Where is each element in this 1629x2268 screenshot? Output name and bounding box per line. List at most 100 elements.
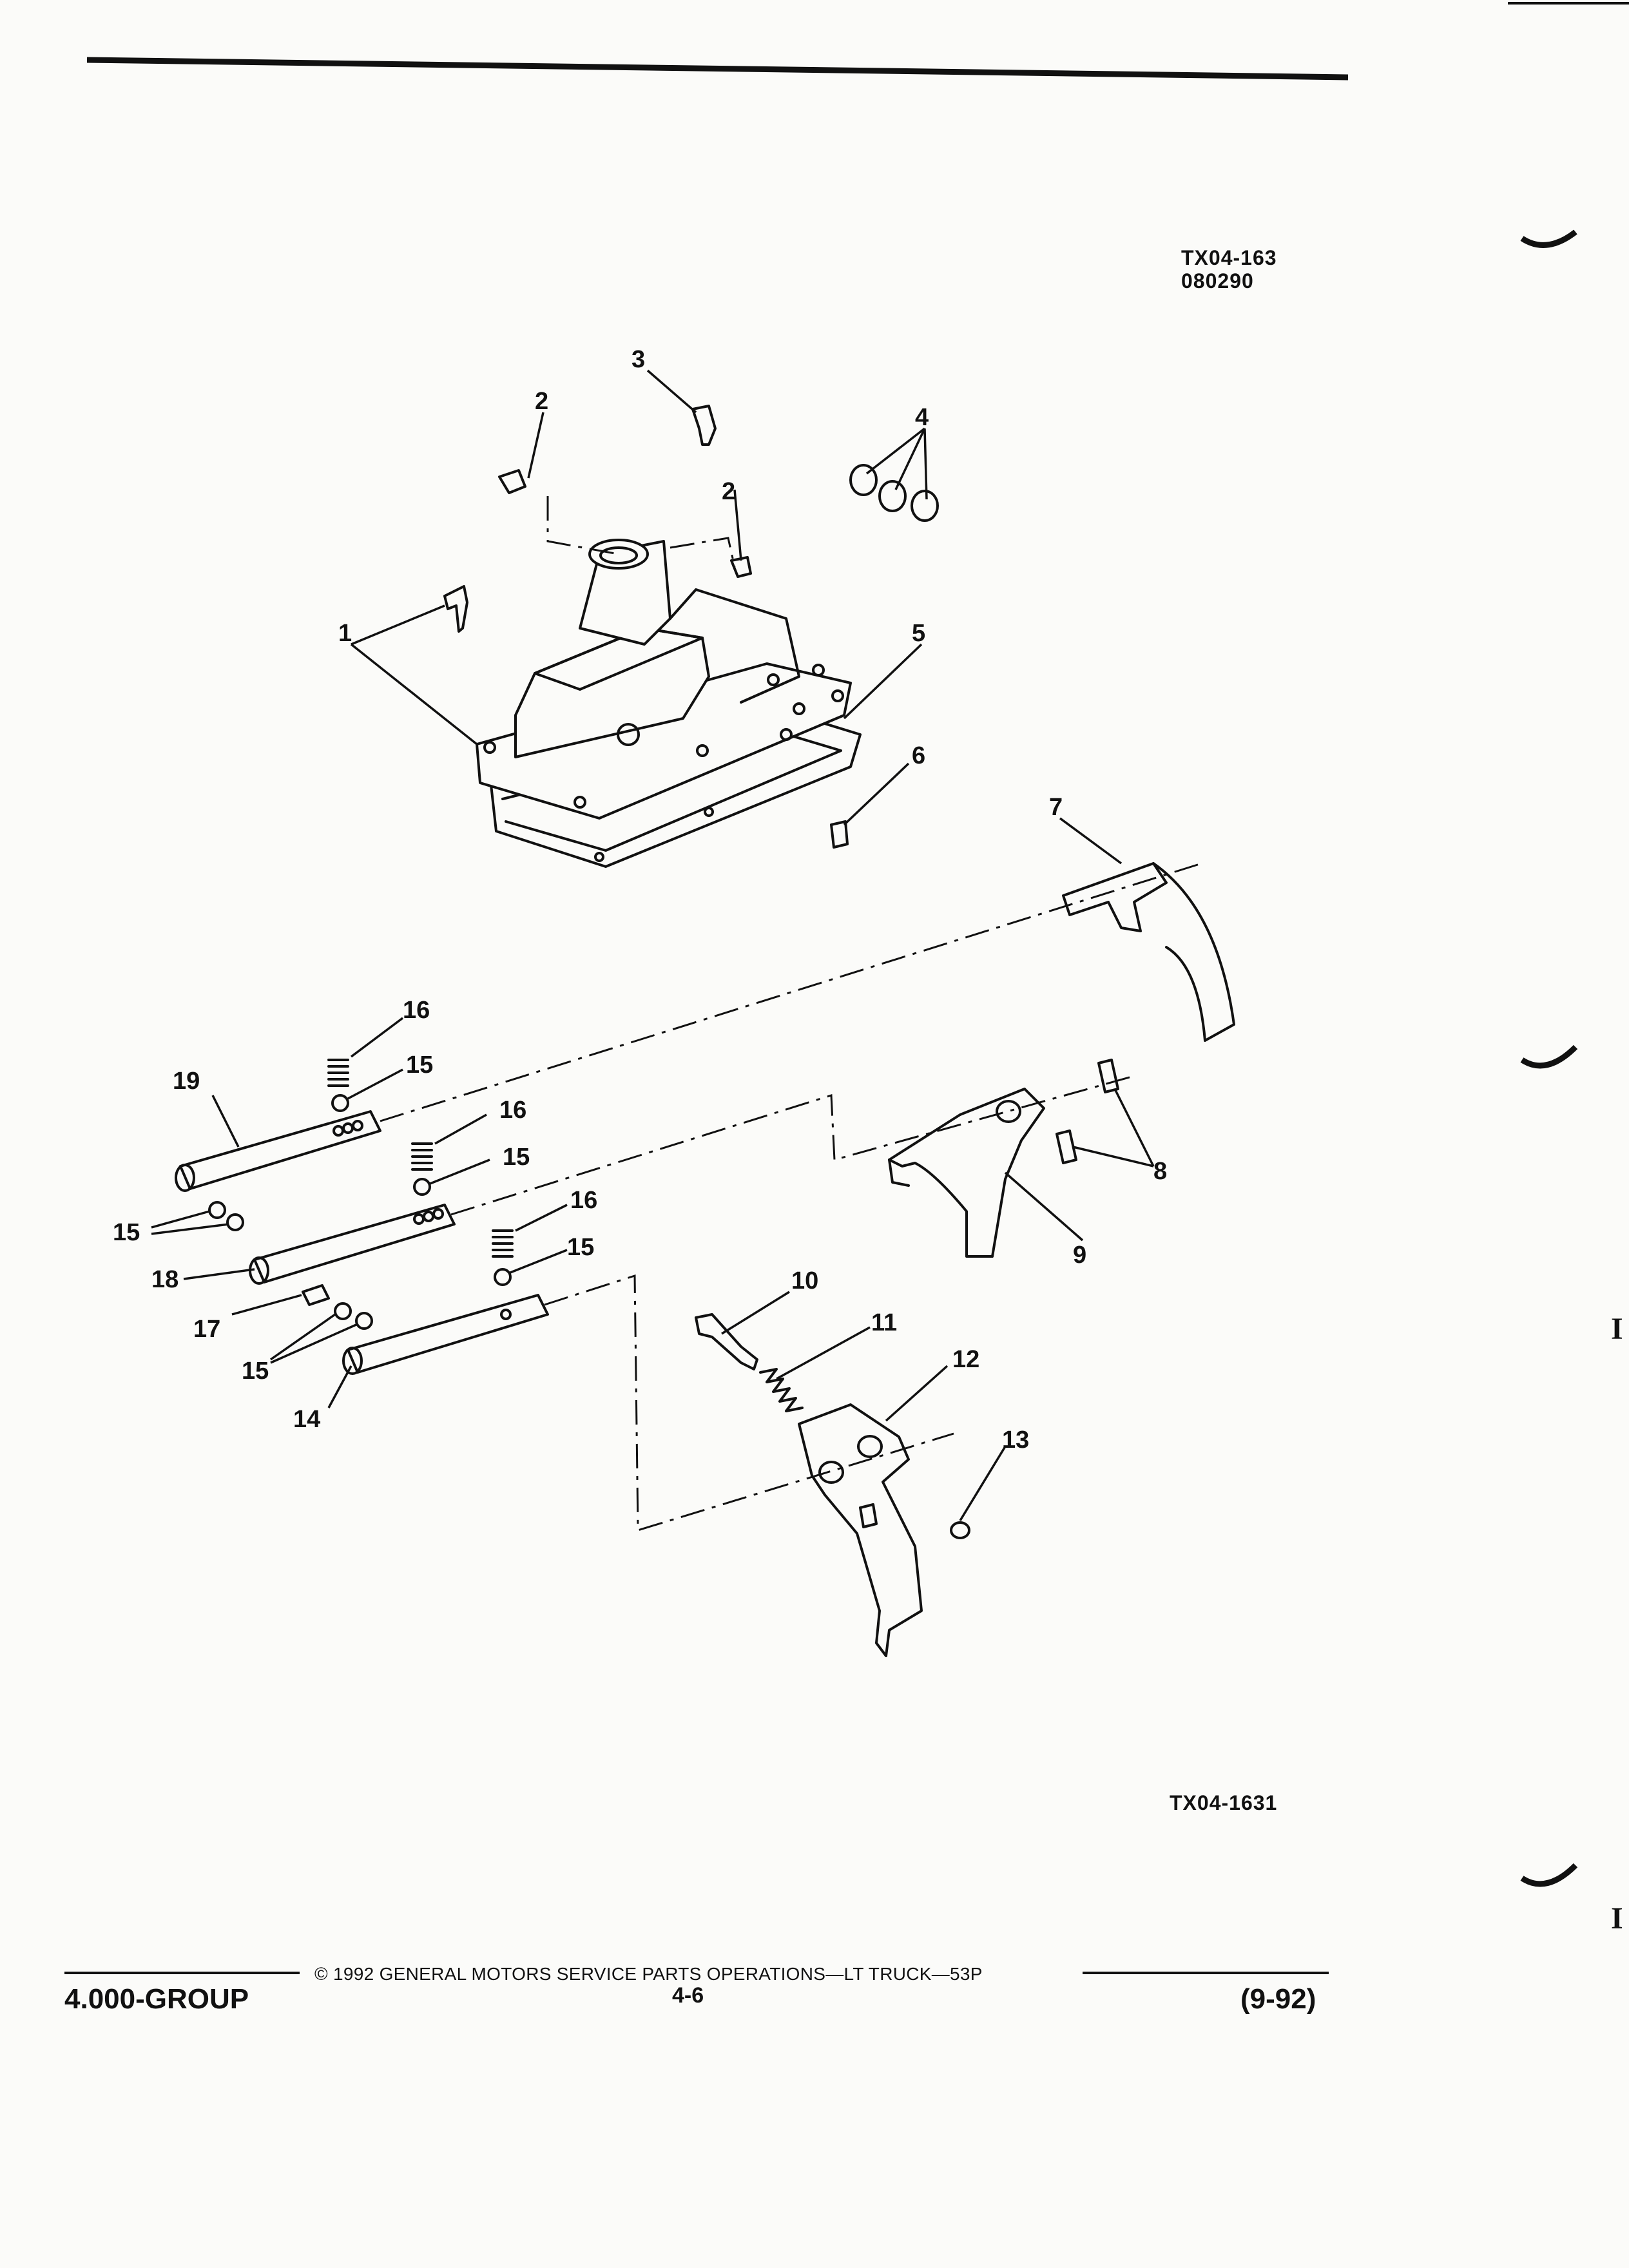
callout-19: 19 xyxy=(173,1068,200,1095)
ball-15d xyxy=(208,1201,226,1219)
binder-arc-2 xyxy=(1520,1044,1578,1069)
leader-18 xyxy=(183,1268,255,1280)
ball-15c xyxy=(494,1268,512,1286)
callout-16a: 16 xyxy=(403,997,430,1024)
shaft-18 xyxy=(253,1204,456,1283)
figure-reference-code: TX04-163 xyxy=(1181,246,1277,269)
detent-plunger xyxy=(695,1313,758,1370)
callout-11: 11 xyxy=(871,1309,897,1336)
insert xyxy=(859,1503,878,1528)
leader-5 xyxy=(843,643,923,720)
callout-10: 10 xyxy=(791,1267,818,1294)
interlock-pin xyxy=(302,1284,330,1306)
callout-15b: 15 xyxy=(503,1144,530,1171)
spring-16c xyxy=(492,1229,514,1258)
callout-15a: 15 xyxy=(406,1052,433,1079)
leader-16b xyxy=(434,1113,487,1145)
figure-reference-date: 080290 xyxy=(1181,269,1254,293)
binder-arc-3 xyxy=(1520,1863,1578,1887)
leader-1 xyxy=(350,604,478,745)
callout-12: 12 xyxy=(952,1346,979,1373)
cover-box-top xyxy=(534,627,704,691)
leader-6 xyxy=(843,762,910,826)
figure-reference-top: TX04-163 080290 xyxy=(1181,246,1277,293)
callout-17: 17 xyxy=(193,1316,220,1343)
bolt xyxy=(443,585,468,633)
fork-7 xyxy=(1062,862,1168,932)
plug-2a xyxy=(498,469,526,494)
cover-port xyxy=(617,723,640,746)
cap-4b xyxy=(878,480,907,512)
callout-14: 14 xyxy=(293,1406,320,1433)
ball-15g xyxy=(355,1312,373,1330)
leader-12 xyxy=(885,1365,949,1422)
cover-rear xyxy=(669,588,800,704)
callout-4: 4 xyxy=(915,404,929,431)
centerline-18 xyxy=(450,1075,1135,1216)
fork-12 xyxy=(798,1403,923,1657)
leader-9 xyxy=(1004,1171,1084,1242)
callout-18: 18 xyxy=(151,1266,178,1293)
shaft-19 xyxy=(179,1110,381,1190)
callout-2b: 2 xyxy=(722,478,735,505)
footer-group: 4.000-GROUP xyxy=(64,1983,249,2015)
centerline-14 xyxy=(544,1274,954,1532)
header-rule xyxy=(86,57,1349,81)
dowel xyxy=(830,820,849,849)
spring-16b xyxy=(411,1142,433,1171)
clip-13 xyxy=(950,1521,970,1539)
footer-page-number: 4-6 xyxy=(672,1983,704,2008)
cap-4c xyxy=(911,490,939,522)
cover-flange xyxy=(476,662,852,820)
pin-8a xyxy=(1097,1059,1119,1093)
figure-reference-bottom: TX04-1631 xyxy=(1170,1791,1278,1814)
callout-16b: 16 xyxy=(499,1097,526,1124)
leader-19 xyxy=(211,1095,240,1148)
callout-9: 9 xyxy=(1073,1242,1086,1269)
leader-16a xyxy=(350,1017,404,1058)
leader-13 xyxy=(959,1446,1007,1521)
leader-2a xyxy=(527,412,545,479)
centerline-cover xyxy=(546,496,736,568)
binder-arc-1 xyxy=(1520,229,1577,248)
fork-9 xyxy=(888,1088,1045,1258)
callout-2a: 2 xyxy=(535,388,548,415)
leader-4 xyxy=(865,427,928,500)
detent-spring xyxy=(759,1368,804,1412)
leader-15c xyxy=(510,1249,568,1274)
edge-mark-1: I xyxy=(1611,1312,1623,1346)
vent xyxy=(691,405,717,446)
footer-copyright: © 1992 GENERAL MOTORS SERVICE PARTS OPER… xyxy=(314,1964,983,1984)
callout-16c: 16 xyxy=(570,1187,597,1214)
callout-7: 7 xyxy=(1049,794,1063,821)
leader-14 xyxy=(327,1365,352,1408)
leader-2b xyxy=(733,489,742,561)
edge-mark-2: I xyxy=(1611,1901,1623,1936)
callout-8: 8 xyxy=(1153,1158,1167,1185)
callout-15c: 15 xyxy=(567,1234,594,1261)
callout-5: 5 xyxy=(912,620,925,647)
callout-13: 13 xyxy=(1002,1427,1029,1454)
leader-7 xyxy=(1059,817,1123,865)
plug-2b xyxy=(730,556,752,578)
callout-1: 1 xyxy=(338,620,352,647)
centerline-19 xyxy=(380,862,1202,1122)
callout-15d: 15 xyxy=(113,1219,140,1246)
spring-16a xyxy=(327,1059,349,1087)
ball-15a xyxy=(331,1094,349,1112)
callout-15e: 15 xyxy=(242,1358,269,1385)
callout-6: 6 xyxy=(912,742,925,769)
leader-15a xyxy=(347,1068,403,1100)
leader-11 xyxy=(776,1326,871,1380)
pin-8b xyxy=(1055,1129,1077,1164)
leader-16c xyxy=(515,1204,568,1232)
ball-15e xyxy=(226,1213,244,1231)
leader-8 xyxy=(1072,1088,1155,1168)
leader-3 xyxy=(646,369,697,414)
ball-15f xyxy=(334,1302,352,1320)
ball-15b xyxy=(413,1178,431,1196)
callout-3: 3 xyxy=(631,346,645,373)
leader-17 xyxy=(231,1294,302,1316)
